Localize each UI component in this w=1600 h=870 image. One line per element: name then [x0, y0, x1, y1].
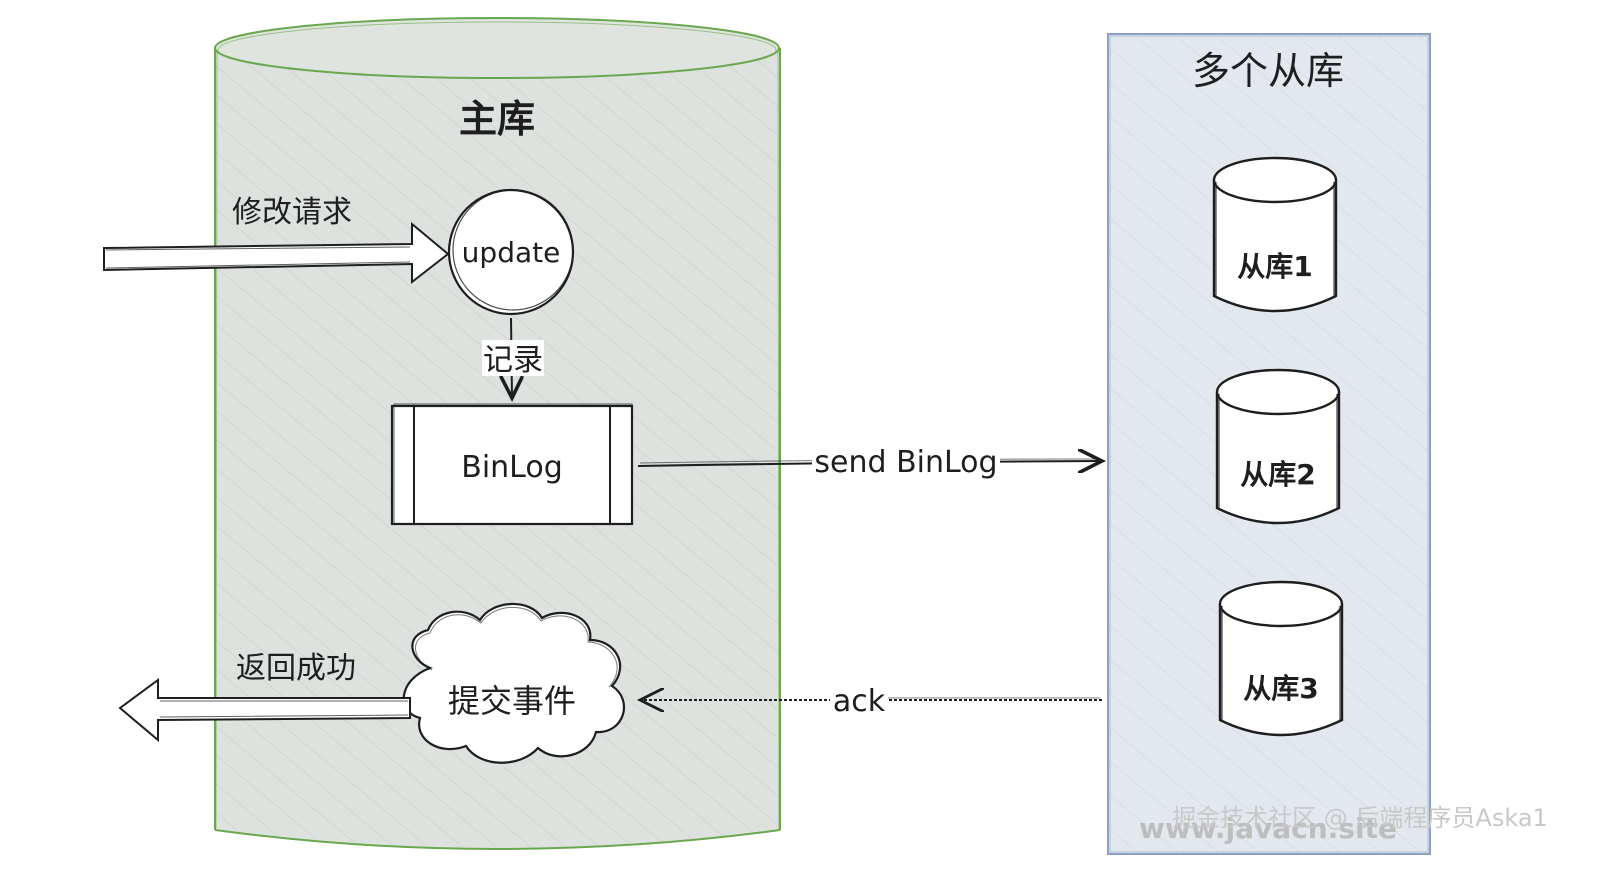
master-cylinder-top-sketch — [217, 21, 777, 79]
record-label: 记录 — [483, 343, 543, 378]
send-binlog-arrow — [637, 442, 1102, 480]
update-node: update — [447, 188, 575, 316]
master-cylinder-bottom — [214, 829, 781, 850]
ack-label: ack — [833, 684, 886, 719]
watermark-primary: 掘金技术社区 @ 后端程序员Aska1 — [1172, 804, 1548, 832]
slaves-panel: 多个从库 从库1 从库2 从库3 — [1107, 33, 1431, 855]
watermark-secondary: www.javacn.site — [1139, 812, 1397, 845]
commit-label: 提交事件 — [448, 682, 576, 720]
binlog-label: BinLog — [461, 450, 563, 485]
return-arrow — [118, 678, 411, 743]
update-label: update — [462, 236, 561, 269]
request-arrow — [103, 221, 450, 285]
send-binlog-label: send BinLog — [814, 445, 997, 480]
commit-cloud: 提交事件 — [402, 602, 626, 764]
master-title: 主库 — [459, 97, 535, 141]
slave-label-2: 从库2 — [1240, 458, 1315, 491]
slave-database-1: 从库1 — [1212, 156, 1338, 313]
master-cylinder-top — [214, 17, 780, 79]
request-label: 修改请求 — [232, 195, 352, 230]
slave-database-2: 从库2 — [1215, 368, 1341, 525]
binlog-box: BinLog — [390, 403, 634, 526]
ack-arrow — [640, 682, 1102, 720]
return-label: 返回成功 — [236, 651, 356, 686]
slave-label-1: 从库1 — [1237, 250, 1312, 283]
record-arrow — [482, 317, 544, 398]
slaves-title: 多个从库 — [1192, 49, 1344, 93]
slave-label-3: 从库3 — [1243, 672, 1318, 705]
slave-database-3: 从库3 — [1218, 580, 1344, 737]
slaves-panel-box-sketch — [1109, 35, 1429, 853]
